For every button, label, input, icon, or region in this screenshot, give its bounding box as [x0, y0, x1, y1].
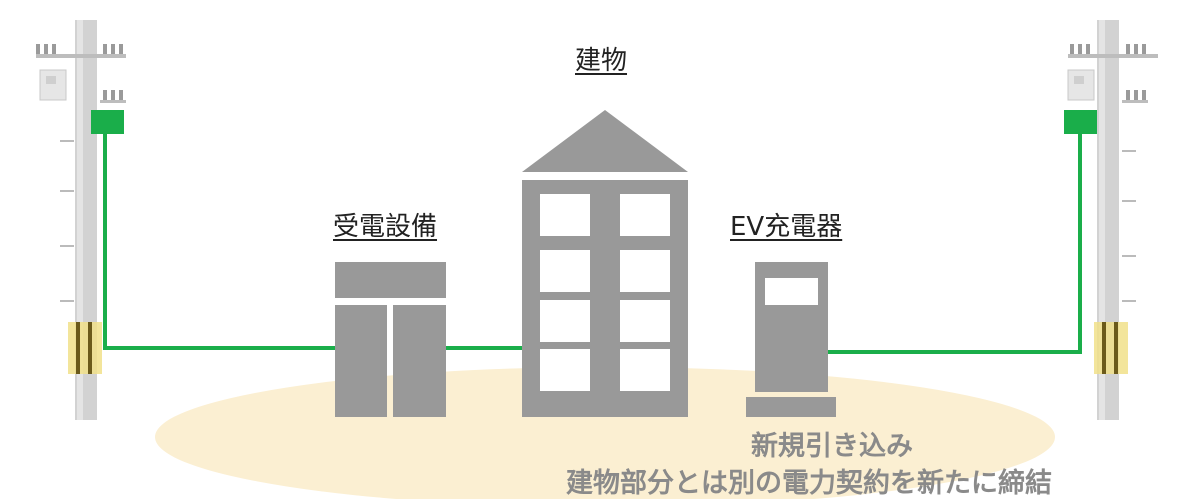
right-connection-box: [1064, 110, 1097, 134]
building: [522, 110, 688, 417]
left-utility-pole: [36, 20, 126, 420]
left-connection-box: [91, 110, 124, 134]
substation-cabinet: [335, 262, 446, 417]
ev-charger-label: EV充電器: [730, 212, 843, 242]
power-wires: [103, 128, 1082, 354]
substation-label: 受電設備: [333, 212, 438, 242]
left-service-wire: [103, 128, 335, 350]
building-label: 建物: [575, 46, 628, 76]
caption-line-1: 新規引き込み: [751, 431, 913, 462]
right-service-wire: [828, 128, 1082, 354]
right-utility-pole: [1067, 20, 1158, 420]
caption-line-2: 建物部分とは別の電力契約を新たに締結: [566, 468, 1052, 499]
ev-charger: [746, 262, 836, 417]
